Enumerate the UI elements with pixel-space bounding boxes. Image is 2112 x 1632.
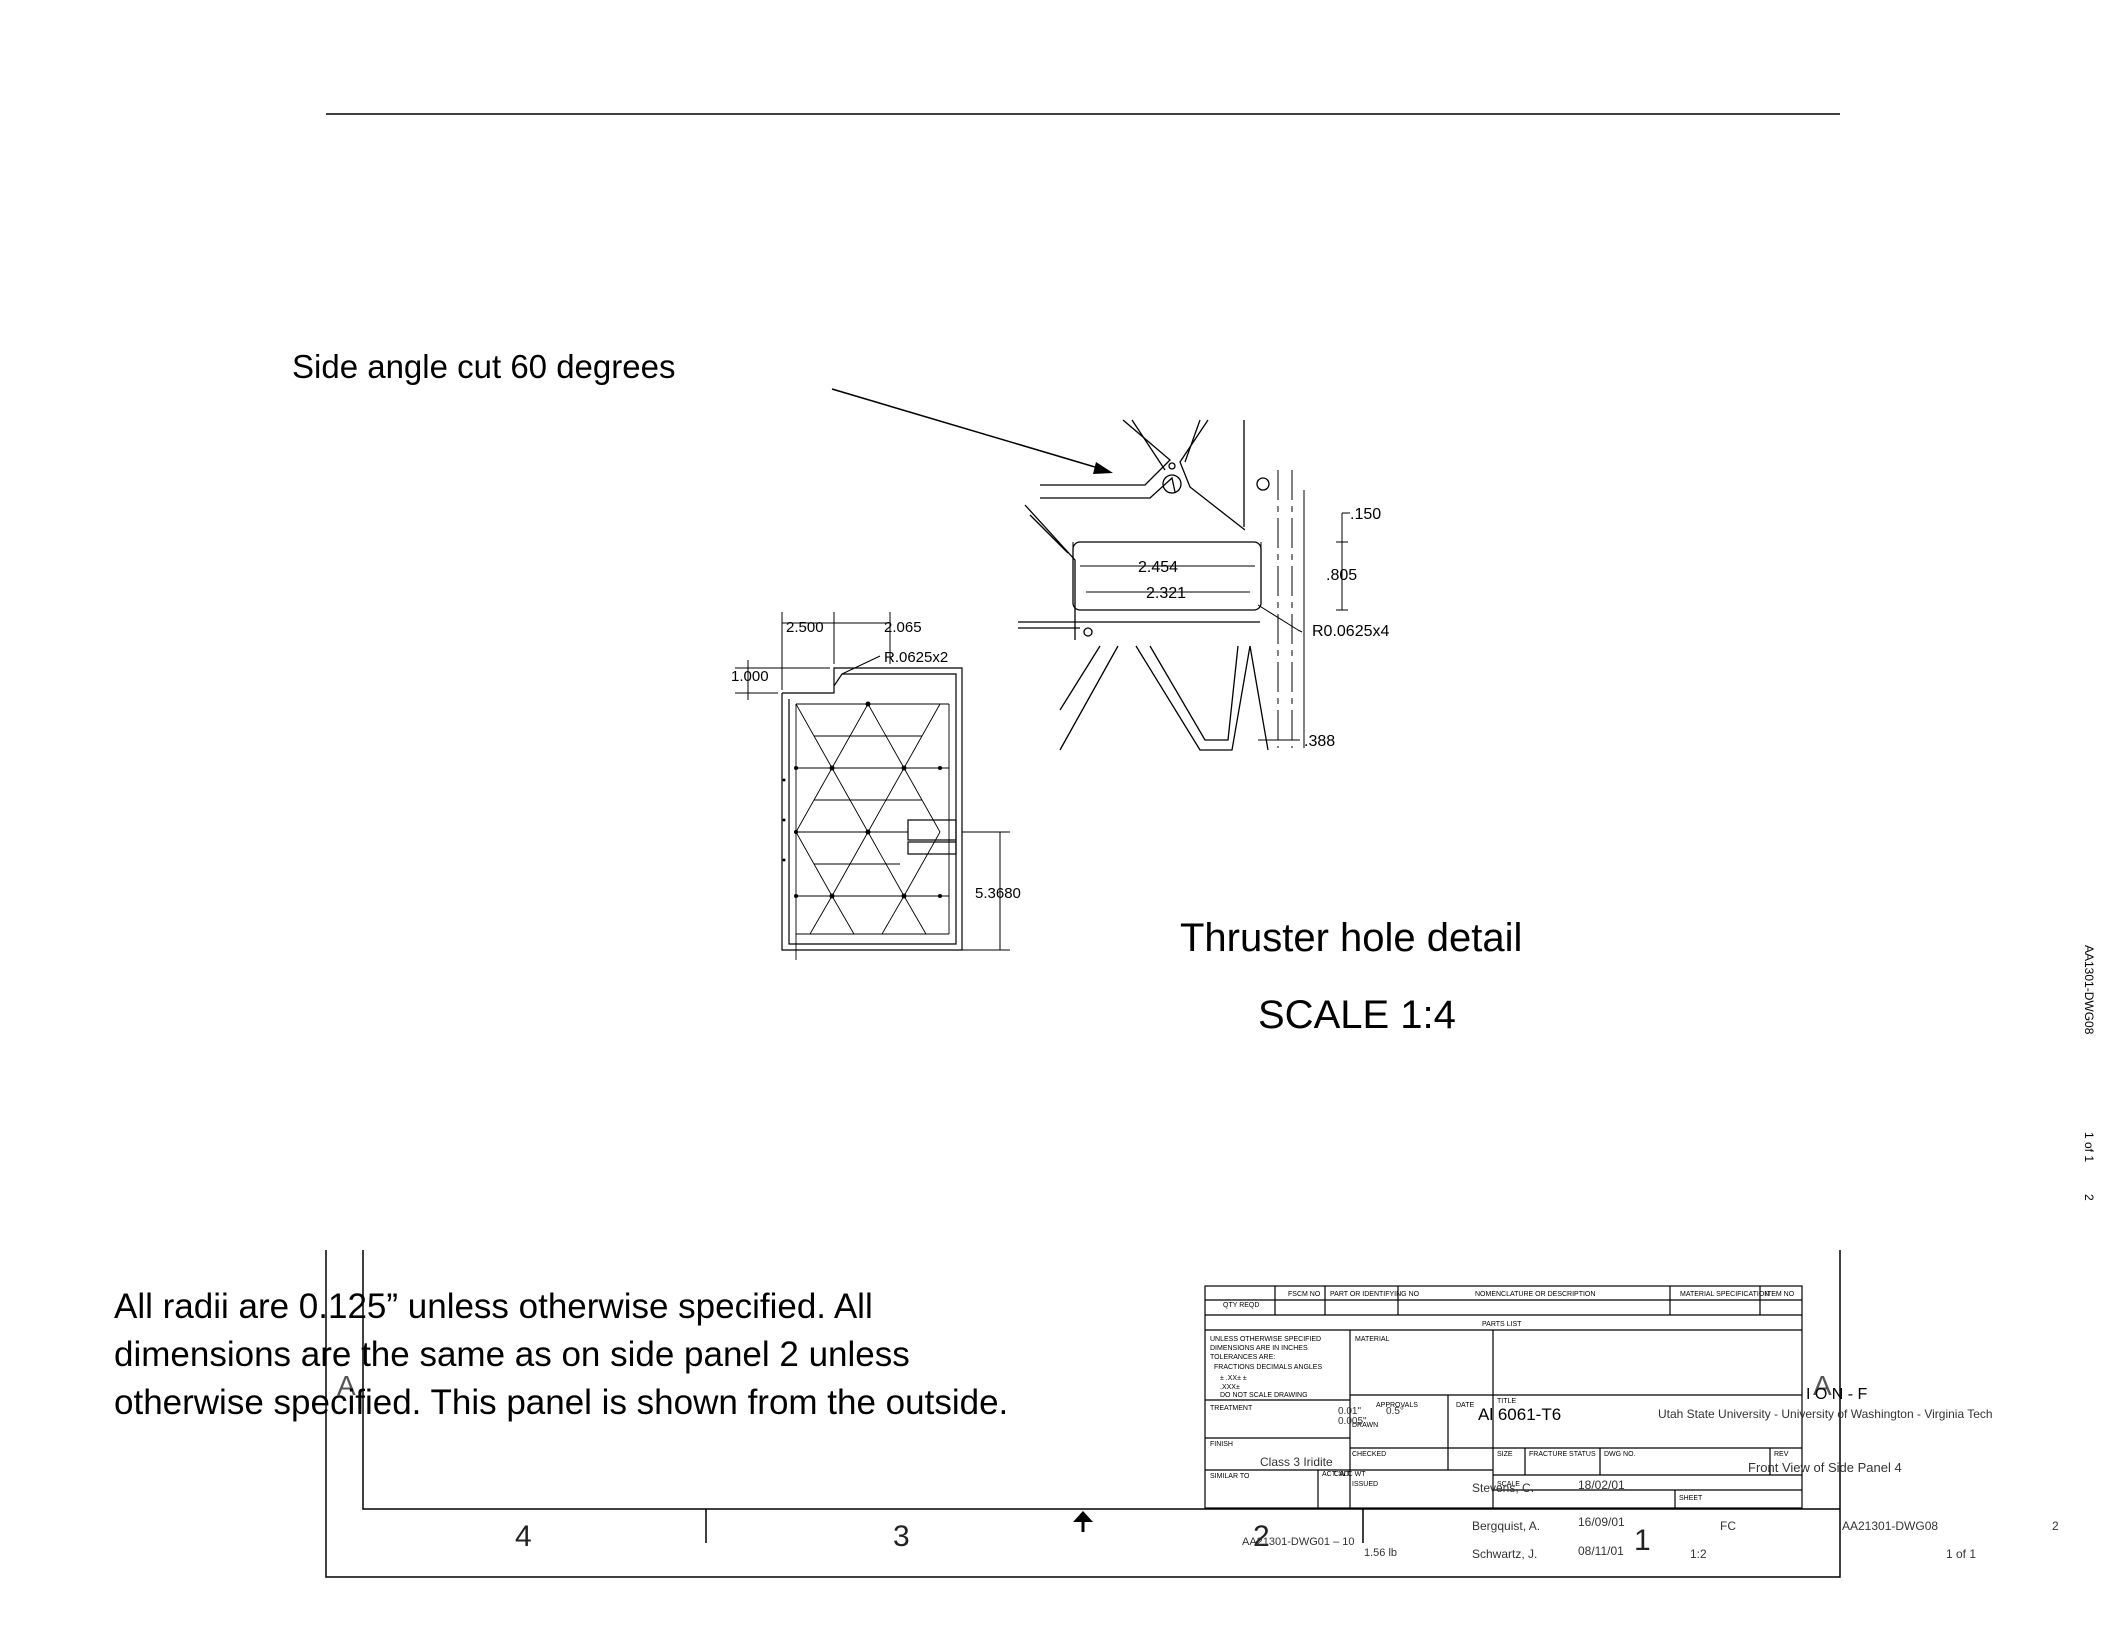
- tb-org-short: I O N - F: [1806, 1386, 1868, 1403]
- tb-org: Utah State University - University of Wa…: [1658, 1407, 1993, 1421]
- note-line: otherwise specified. This panel is shown…: [114, 1383, 1009, 1422]
- panel-dim-2500: 2.500: [786, 619, 824, 636]
- drawing-frame: [325, 1250, 1841, 1578]
- tb-tol-decimal3: 0.005": [1338, 1416, 1367, 1427]
- tb-actwt-label: ACT. WT.: [1322, 1471, 1351, 1478]
- tb-item-header: ITEM NO: [1765, 1291, 1795, 1298]
- tb-part-header: PART OR IDENTIFYING NO: [1330, 1291, 1420, 1298]
- tb-dwgno-label: DWG NO.: [1604, 1451, 1636, 1458]
- tb-matspec-header: MATERIAL SPECIFICATION: [1680, 1291, 1769, 1298]
- tb-material-value: Al 6061-T6: [1478, 1405, 1561, 1424]
- title-block: [1204, 1285, 1803, 1509]
- side-angle-label: Side angle cut 60 degrees: [292, 348, 675, 385]
- zone-3: 3: [893, 1520, 910, 1553]
- tb-tolerance-line: UNLESS OTHERWISE SPECIFIED: [1210, 1336, 1321, 1343]
- frame-arrow: [1073, 1511, 1093, 1532]
- side-angle-leader: [831, 388, 1106, 471]
- tb-title-label: TITLE: [1497, 1398, 1516, 1405]
- tb-tolerance-line: .XXX±: [1220, 1384, 1240, 1391]
- tb-tolerance-line: DO NOT SCALE DRAWING: [1220, 1392, 1308, 1399]
- tb-drawing-title: Front View of Side Panel 4: [1748, 1460, 1902, 1475]
- panel-dim-1000: 1.000: [731, 668, 769, 685]
- note-line: dimensions are the same as on side panel…: [114, 1335, 910, 1374]
- tb-issued-date: 08/11/01: [1578, 1544, 1624, 1558]
- detail-dim-388: .388: [1304, 733, 1335, 750]
- tb-checked-by: Bergquist, A.: [1472, 1519, 1540, 1533]
- tb-fracture-label: FRACTURE STATUS: [1529, 1451, 1596, 1458]
- tb-tolerance-line: FRACTIONS DECIMALS ANGLES: [1214, 1364, 1322, 1371]
- tb-similar-value: AA21301-DWG01 – 10: [1242, 1536, 1355, 1548]
- tb-tolerance-line: DIMENSIONS ARE IN INCHES: [1210, 1345, 1308, 1352]
- tb-rev-label: REV: [1774, 1451, 1789, 1458]
- panel-dim-radius: R.0625x2: [884, 649, 948, 666]
- side-sheet: 1 of 1: [2082, 1132, 2096, 1163]
- tb-weight-value: 1.56 lb: [1364, 1547, 1397, 1559]
- tb-size-value: FC: [1720, 1519, 1736, 1533]
- zone-a-right: A: [1813, 1370, 1832, 1401]
- detail-dim-2321: 2.321: [1146, 585, 1186, 602]
- tb-issued-label: ISSUED: [1352, 1481, 1378, 1488]
- side-angle-arrowhead: [1093, 462, 1113, 474]
- detail-dim-150: .150: [1350, 506, 1381, 523]
- tb-material-label: MATERIAL: [1355, 1336, 1390, 1343]
- tb-calcwt-label: CALC WT: [1334, 1471, 1366, 1478]
- tb-size-label: SIZE: [1497, 1451, 1513, 1458]
- detail-title: Thruster hole detail: [1180, 916, 1522, 960]
- detail-dim-2454: 2.454: [1138, 559, 1178, 576]
- tb-tol-angle: 0.5°: [1386, 1406, 1404, 1417]
- tb-finish-value: Class 3 Iridite: [1260, 1455, 1333, 1469]
- tb-tol-decimal: 0.01": [1338, 1406, 1361, 1417]
- tb-finish-label: FINISH: [1210, 1441, 1233, 1448]
- tb-drawn-label: DRAWN: [1352, 1422, 1378, 1429]
- note-line: All radii are 0.125” unless otherwise sp…: [114, 1287, 873, 1326]
- tb-fscm-header: FSCM NO: [1288, 1291, 1321, 1298]
- tb-treatment-label: TREATMENT: [1210, 1405, 1253, 1412]
- detail-dim-radius: R0.0625x4: [1312, 623, 1389, 640]
- tb-parts-list: PARTS LIST: [1482, 1321, 1522, 1328]
- detail-dim-805: .805: [1326, 567, 1357, 584]
- side-rev: 2: [2082, 1194, 2096, 1201]
- zone-4: 4: [515, 1520, 532, 1553]
- tb-issued-by: Schwartz, J.: [1472, 1547, 1537, 1561]
- detail-dimensions: [1072, 512, 1350, 741]
- tb-scale-value: 1:2: [1690, 1547, 1707, 1561]
- tb-similar-label: SIMILAR TO: [1210, 1473, 1250, 1480]
- tb-rev-value: 2: [2052, 1519, 2059, 1533]
- tb-tolerance-line: TOLERANCES ARE:: [1210, 1354, 1275, 1361]
- tb-date-label: DATE: [1456, 1402, 1474, 1409]
- general-notes: All radii are 0.125” unless otherwise sp…: [114, 1283, 1174, 1427]
- tb-nomen-header: NOMENCLATURE OR DESCRIPTION: [1475, 1291, 1595, 1298]
- tb-dwgno-value: AA21301-DWG08: [1842, 1519, 1938, 1533]
- tb-qty-header: QTY REQD: [1223, 1302, 1259, 1309]
- tb-approvals-label: APPROVALS: [1376, 1402, 1418, 1409]
- panel-dim-2065: 2.065: [884, 619, 922, 636]
- tb-checked-label: CHECKED: [1352, 1451, 1386, 1458]
- side-panel-view: [735, 612, 1010, 960]
- zone-a-left: A: [337, 1370, 356, 1401]
- tb-sheet-value: 1 of 1: [1946, 1547, 1976, 1561]
- zone-1: 1: [1634, 1524, 1651, 1557]
- tb-checked-date: 16/09/01: [1578, 1515, 1625, 1529]
- tb-scale-label: SCALE: [1497, 1481, 1520, 1488]
- tb-sheet-label: SHEET: [1679, 1495, 1703, 1502]
- zone-2: 2: [1253, 1520, 1270, 1553]
- panel-dim-53680: 5.3680: [975, 885, 1021, 902]
- tb-tolerance-line: ± .XX± ±: [1220, 1375, 1247, 1382]
- tb-drawn-date: 18/02/01: [1578, 1478, 1625, 1492]
- side-drawing-id: AA1301-DWG08: [2082, 945, 2096, 1035]
- detail-scale: SCALE 1:4: [1258, 993, 1456, 1037]
- tb-drawn-by: Stevens, C.: [1472, 1481, 1534, 1495]
